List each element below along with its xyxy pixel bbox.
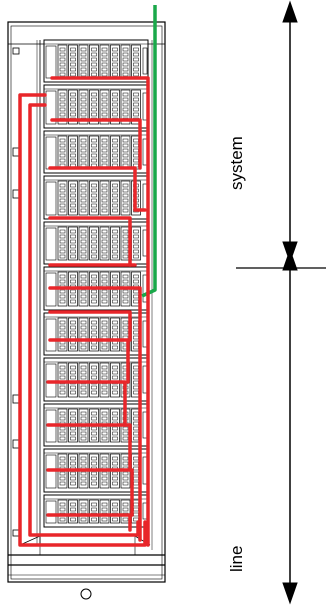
blade-slot <box>89 89 99 125</box>
blade-slot <box>57 499 68 524</box>
blade-slot <box>110 317 120 352</box>
blade-slot <box>131 89 141 125</box>
cabinet-frame <box>7 21 166 583</box>
blade-slot <box>68 499 78 524</box>
blade-slot <box>68 317 78 352</box>
arrow-down-icon <box>282 582 298 605</box>
blade-slot <box>99 499 110 524</box>
server-chassis <box>43 130 149 174</box>
blade-slot <box>120 89 131 125</box>
blade-slot <box>110 180 120 216</box>
server-chassis <box>43 221 149 265</box>
blade-slot <box>78 180 89 216</box>
system-range-arrow <box>282 0 298 264</box>
blade-slot <box>57 226 68 261</box>
left-clips <box>12 47 20 537</box>
caster-wheel <box>80 588 92 600</box>
blade-slot <box>99 226 110 261</box>
blade-slot <box>57 89 68 125</box>
blade-slot <box>120 180 131 216</box>
blade-slot <box>68 180 78 216</box>
blade-slot <box>78 89 89 125</box>
arrow-up-icon <box>282 0 298 23</box>
blade-slot <box>89 362 99 398</box>
blade-slot <box>110 499 120 524</box>
blade-slot <box>78 499 89 524</box>
blade-slot <box>57 180 68 216</box>
blade-slot <box>89 317 99 352</box>
blade-slot <box>89 226 99 261</box>
blade-slot <box>99 89 110 125</box>
blade-slot <box>57 362 68 398</box>
blade-slot <box>78 317 89 352</box>
blade-slot <box>99 317 110 352</box>
red-line-cables <box>18 76 150 547</box>
blade-slot <box>110 89 120 125</box>
blade-slot <box>99 180 110 216</box>
blade-slot <box>78 362 89 398</box>
line-label: line <box>227 546 246 572</box>
blade-slot <box>110 226 120 261</box>
line-range-arrow <box>282 248 298 605</box>
server-chassis <box>43 312 149 356</box>
blade-slot <box>120 499 131 524</box>
server-chassis <box>43 39 149 83</box>
blade-slot <box>57 317 68 352</box>
server-chassis <box>43 84 149 129</box>
blade-slot <box>89 180 99 216</box>
blade-slot <box>78 226 89 261</box>
system-label: system <box>227 136 246 190</box>
arrow-up-icon <box>282 248 298 271</box>
server-chassis <box>43 175 149 220</box>
blade-slot <box>68 89 78 125</box>
blade-slot <box>68 362 78 398</box>
blade-slot <box>110 362 120 398</box>
blade-slot <box>99 362 110 398</box>
blade-slot <box>68 226 78 261</box>
blade-slot <box>89 499 99 524</box>
server-chassis <box>43 357 149 402</box>
